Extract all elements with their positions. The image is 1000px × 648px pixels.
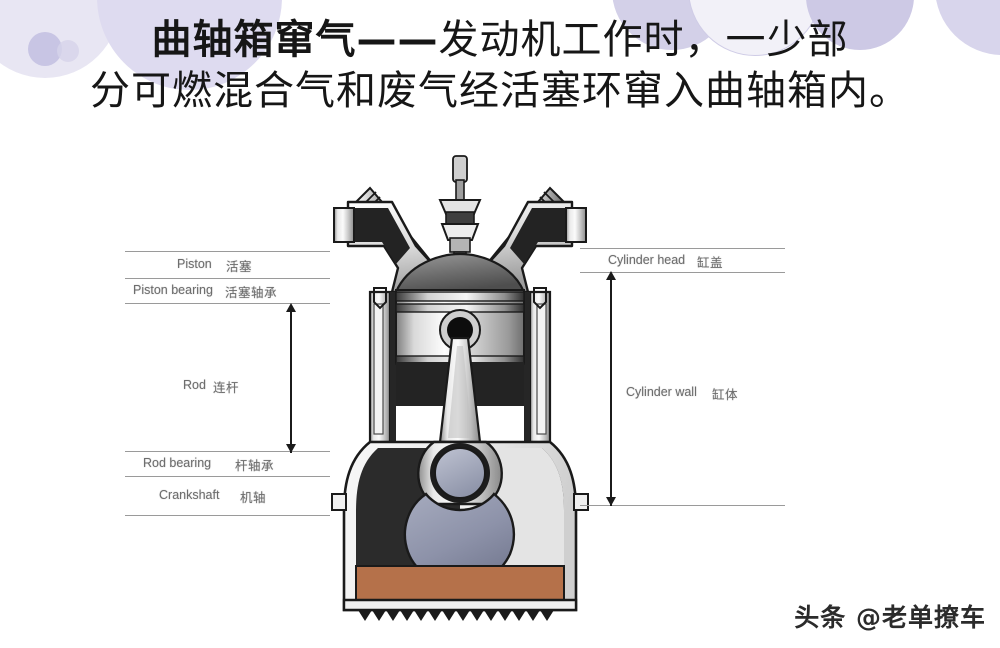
label-piston-en: Piston <box>177 257 212 271</box>
cylinder-dimension-line <box>610 280 612 506</box>
title-rest: 发动机工作时，一少部 <box>438 17 849 63</box>
label-cylinder-head-en: Cylinder head <box>608 253 686 267</box>
watermark: 头条 @老单撩车 <box>794 603 986 632</box>
left-rule-2 <box>125 278 330 279</box>
label-piston-bearing-cn: 活塞轴承 <box>225 286 278 300</box>
left-label-group: Piston 活塞 Piston bearing 活塞轴承 Rod 连杆 Rod… <box>125 245 340 535</box>
left-rule-3 <box>125 303 330 304</box>
title-line-2: 分可燃混合气和废气经活塞环窜入曲轴箱内。 <box>90 68 910 114</box>
decor-circle-2 <box>28 32 62 66</box>
rod-dimension-arrow-top <box>286 303 296 312</box>
rod-dimension-line <box>290 311 292 453</box>
combustion-chamber <box>394 252 526 294</box>
right-rule-3 <box>580 505 785 506</box>
pan-serration <box>358 610 554 621</box>
label-rod-bearing-cn: 杆轴承 <box>235 459 275 473</box>
cylinder-dimension-arrow-bottom <box>606 497 616 506</box>
label-cylinder-wall-cn: 缸体 <box>712 388 739 402</box>
title-keyword: 曲轴箱窜气 <box>151 17 357 63</box>
title-dash: —— <box>356 17 439 63</box>
oil-pan <box>342 565 578 621</box>
cylinder-dimension-arrow-top <box>606 271 616 280</box>
right-label-group: Cylinder head 缸盖 Cylinder wall 缸体 <box>580 240 795 515</box>
right-rule-2 <box>580 272 785 273</box>
title-line-1: 曲轴箱窜气——发动机工作时，一少部 <box>0 14 1000 66</box>
label-crankshaft-en: Crankshaft <box>159 488 220 502</box>
rod-big-end <box>417 440 503 506</box>
page-title: 曲轴箱窜气——发动机工作时，一少部 分可燃混合气和废气经活塞环窜入曲轴箱内。 <box>0 14 1000 116</box>
left-rule-5 <box>125 476 330 477</box>
label-cylinder-wall-en: Cylinder wall <box>626 385 697 399</box>
label-rod-en: Rod <box>183 378 206 392</box>
left-rule-4 <box>125 451 330 452</box>
label-piston-bearing-en: Piston bearing <box>133 283 213 297</box>
spark-plug <box>438 155 482 265</box>
label-cylinder-head-cn: 缸盖 <box>697 256 724 270</box>
piston-ring-top <box>395 291 525 302</box>
label-rod-bearing-en: Rod bearing <box>143 456 212 470</box>
label-crankshaft-cn: 机轴 <box>240 491 267 505</box>
right-rule-1 <box>580 248 785 249</box>
piston-pin-bore <box>447 317 473 343</box>
engine-cross-section-diagram <box>331 155 589 621</box>
cylinder-head <box>333 200 587 294</box>
crank-journal <box>434 447 486 499</box>
header-banner: 曲轴箱窜气——发动机工作时，一少部 分可燃混合气和废气经活塞环窜入曲轴箱内。 <box>0 0 1000 140</box>
left-rule-6 <box>125 515 330 516</box>
left-rule-1 <box>125 251 330 252</box>
decor-circle-3 <box>57 40 79 62</box>
rod-dimension-arrow-bottom <box>286 444 296 453</box>
engine-oil <box>355 565 565 601</box>
label-rod-cn: 连杆 <box>213 381 240 395</box>
crankshaft-counterweight <box>403 492 516 588</box>
cylinder-wall <box>368 287 552 444</box>
piston <box>395 289 525 406</box>
label-piston-cn: 活塞 <box>226 260 253 274</box>
